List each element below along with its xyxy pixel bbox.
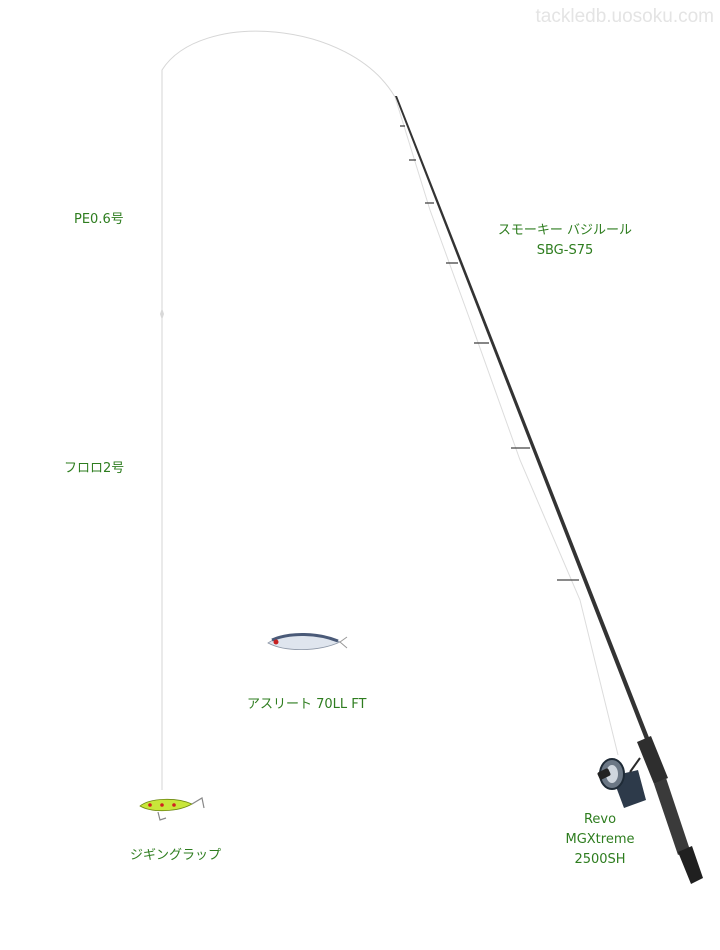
reel-brand-label: Revo	[583, 812, 617, 827]
jig-lure-icon	[139, 797, 205, 821]
rod-label: スモーキー バジルール SBG-S75	[490, 221, 640, 261]
minnow-lure-label: アスリート 70LL FT	[247, 697, 367, 712]
rod-blank	[395, 96, 650, 742]
rod-reel-seat	[637, 736, 668, 784]
leader-line-label: フロロ2号	[64, 461, 125, 476]
reel-label: Revo MGXtreme 2500SH	[560, 810, 640, 870]
rod-model-label: SBG-S75	[536, 243, 594, 258]
rod-name-label: スモーキー バジルール	[497, 223, 633, 238]
rod-butt-cap	[678, 846, 703, 884]
line-knot	[160, 308, 164, 320]
guide-line	[394, 96, 619, 756]
jig-lure-label: ジギングラップ	[130, 848, 222, 863]
reel-model-label: 2500SH	[574, 852, 626, 867]
reel-icon	[597, 757, 646, 808]
rod-guides	[400, 125, 579, 581]
main-line-label: PE0.6号	[74, 212, 124, 227]
fishing-line-arc	[161, 30, 396, 790]
rod-rear-grip	[654, 778, 690, 855]
reel-series-label: MGXtreme	[565, 832, 635, 847]
minnow-lure-icon	[267, 632, 348, 650]
watermark: tackledb.uosoku.com	[535, 6, 715, 27]
